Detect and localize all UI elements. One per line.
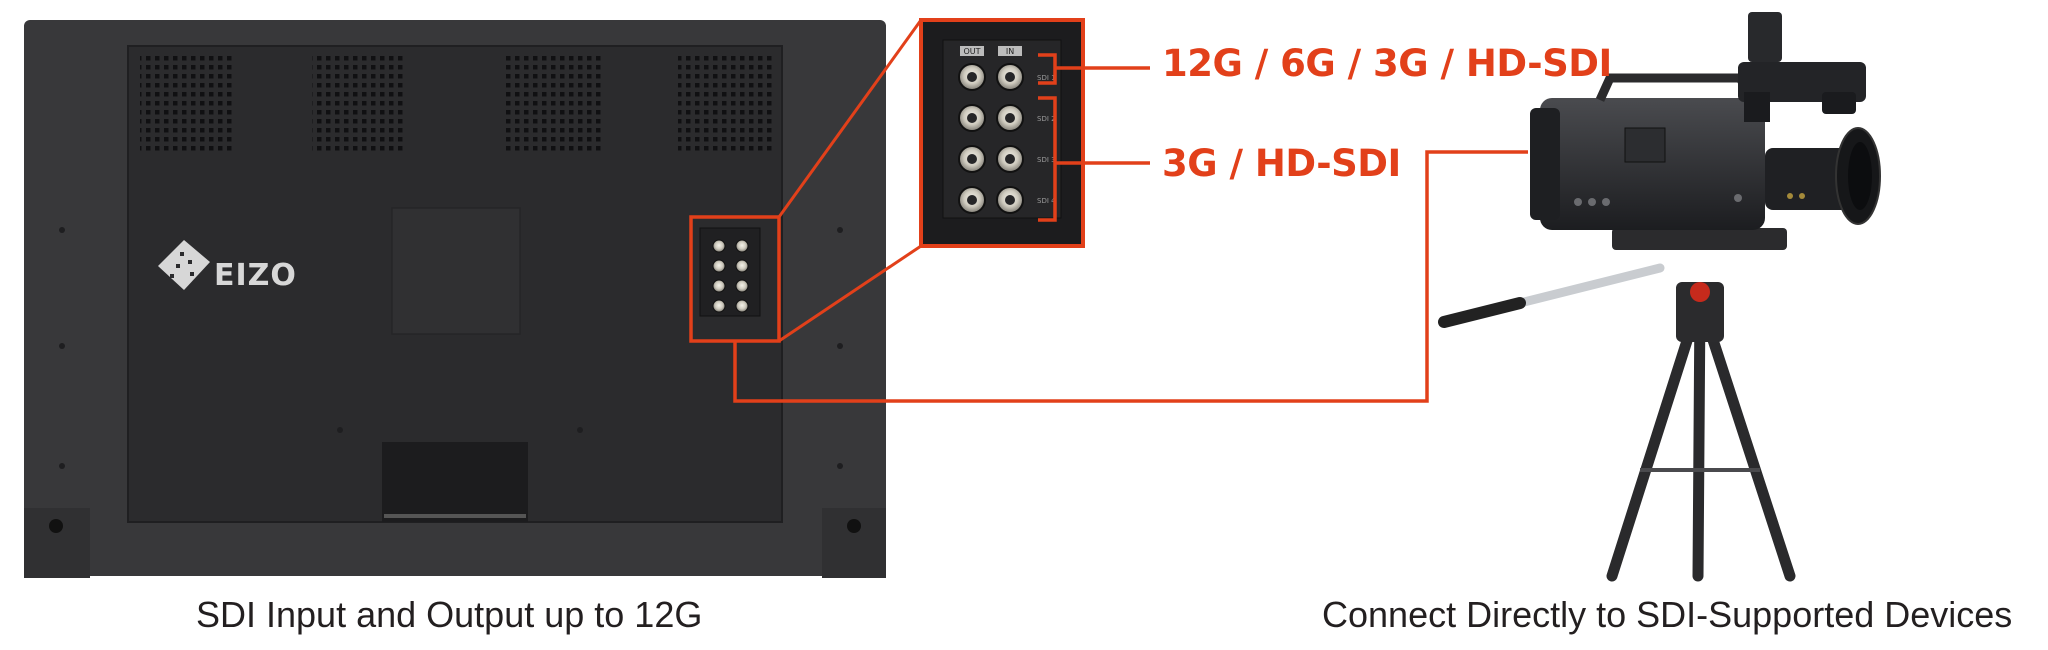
sdi2-4-standard-label: 3G / HD-SDI xyxy=(1162,142,1401,185)
port-label-out-text: OUT xyxy=(963,47,980,56)
zoom-line-bottom xyxy=(778,244,922,343)
sdi-port-label: SDI 1 xyxy=(1037,74,1056,82)
tripod-head xyxy=(1676,282,1724,342)
bnc-connector-icon xyxy=(712,259,726,273)
sdi-port-label: SDI 4 xyxy=(1037,197,1056,205)
port-label-in xyxy=(998,46,1022,56)
foot-right xyxy=(822,508,886,578)
foot-left xyxy=(24,508,90,578)
screws xyxy=(59,227,843,469)
bracket-sdi2-4 xyxy=(1038,96,1057,222)
cable-cutout xyxy=(382,442,528,522)
bnc-connector-icon xyxy=(735,239,749,253)
vent-grille xyxy=(140,54,235,154)
caption-right: Connect Directly to SDI-Supported Device… xyxy=(1322,594,2013,635)
eizo-logo: EIZO xyxy=(158,240,297,293)
vent-grille xyxy=(678,54,773,154)
bnc-connector-icon xyxy=(735,259,749,273)
brand-logo-text: EIZO xyxy=(214,258,297,293)
zoom-line-top xyxy=(777,19,923,218)
caption-left: SDI Input and Output up to 12G xyxy=(196,594,703,635)
sdi-port-label: SDI 2 xyxy=(1037,115,1056,123)
bnc-connector-icon xyxy=(712,299,726,313)
sdi1-standard-label: 12G / 6G / 3G / HD-SDI xyxy=(1162,42,1612,85)
vesa-mount-area xyxy=(391,207,521,335)
bnc-connector-icon xyxy=(712,279,726,293)
vent-grille xyxy=(312,54,407,154)
monitor-sdi-panel xyxy=(699,227,761,317)
monitor-rear: EIZO xyxy=(24,20,886,578)
vent-grille xyxy=(506,54,601,154)
bnc-connector-icon xyxy=(735,279,749,293)
sdi-cable-line xyxy=(733,150,1528,403)
bnc-connector-icon xyxy=(712,239,726,253)
port-label-out xyxy=(960,46,984,56)
sdi-port-label: SDI 3 xyxy=(1037,156,1056,164)
tripod-legs xyxy=(1606,294,1796,582)
bnc-connector-icon xyxy=(735,299,749,313)
broadcast-camera-image xyxy=(1438,12,1881,582)
port-label-in-text: IN xyxy=(1006,47,1014,56)
zoomed-port-panel: OUT IN SDI 1 SDI 2 SDI 3 SDI 4 xyxy=(919,18,1085,248)
camera-body xyxy=(1540,98,1765,230)
